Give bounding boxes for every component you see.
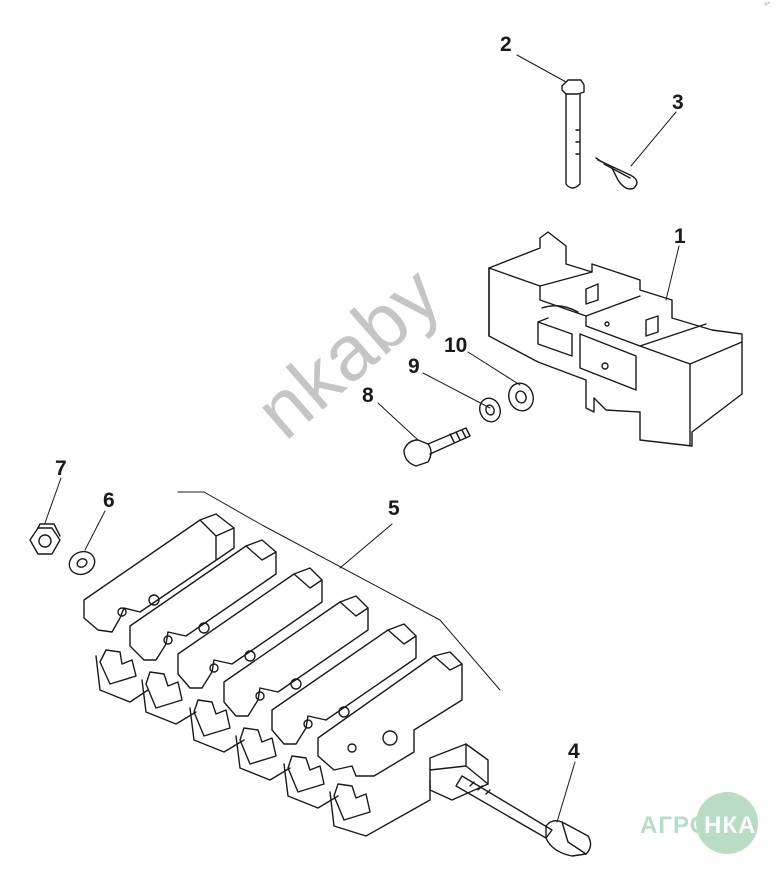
logo-text-agro: АГРО	[640, 812, 710, 839]
callout-9: 9	[408, 355, 420, 378]
callout-8: 8	[362, 384, 374, 407]
corner-mark: #*	[764, 2, 770, 8]
washer-part-10	[508, 382, 534, 412]
callout-1: 1	[674, 225, 686, 248]
callout-3: 3	[672, 91, 684, 114]
callout-5: 5	[388, 497, 400, 520]
weight-block-part-1	[488, 231, 743, 447]
callout-10: 10	[444, 334, 468, 357]
callout-4: 4	[568, 740, 580, 763]
callout-2: 2	[500, 33, 512, 56]
logo-circle	[696, 792, 758, 854]
leader-lines	[44, 54, 680, 823]
logo-text-nka: НКА	[704, 812, 757, 839]
callout-6: 6	[103, 489, 115, 512]
weight-plates-part-5	[83, 513, 489, 837]
bolt-part-8	[403, 427, 471, 467]
callout-7: 7	[55, 457, 67, 480]
long-bolt-part-4	[455, 775, 592, 857]
brand-logo: АГРО НКА	[640, 790, 770, 860]
washer-part-9	[479, 397, 501, 423]
clip-part-3	[595, 157, 638, 190]
washer-part-6	[68, 550, 96, 576]
nut-part-7	[29, 523, 61, 555]
pin-part-2	[561, 79, 585, 189]
